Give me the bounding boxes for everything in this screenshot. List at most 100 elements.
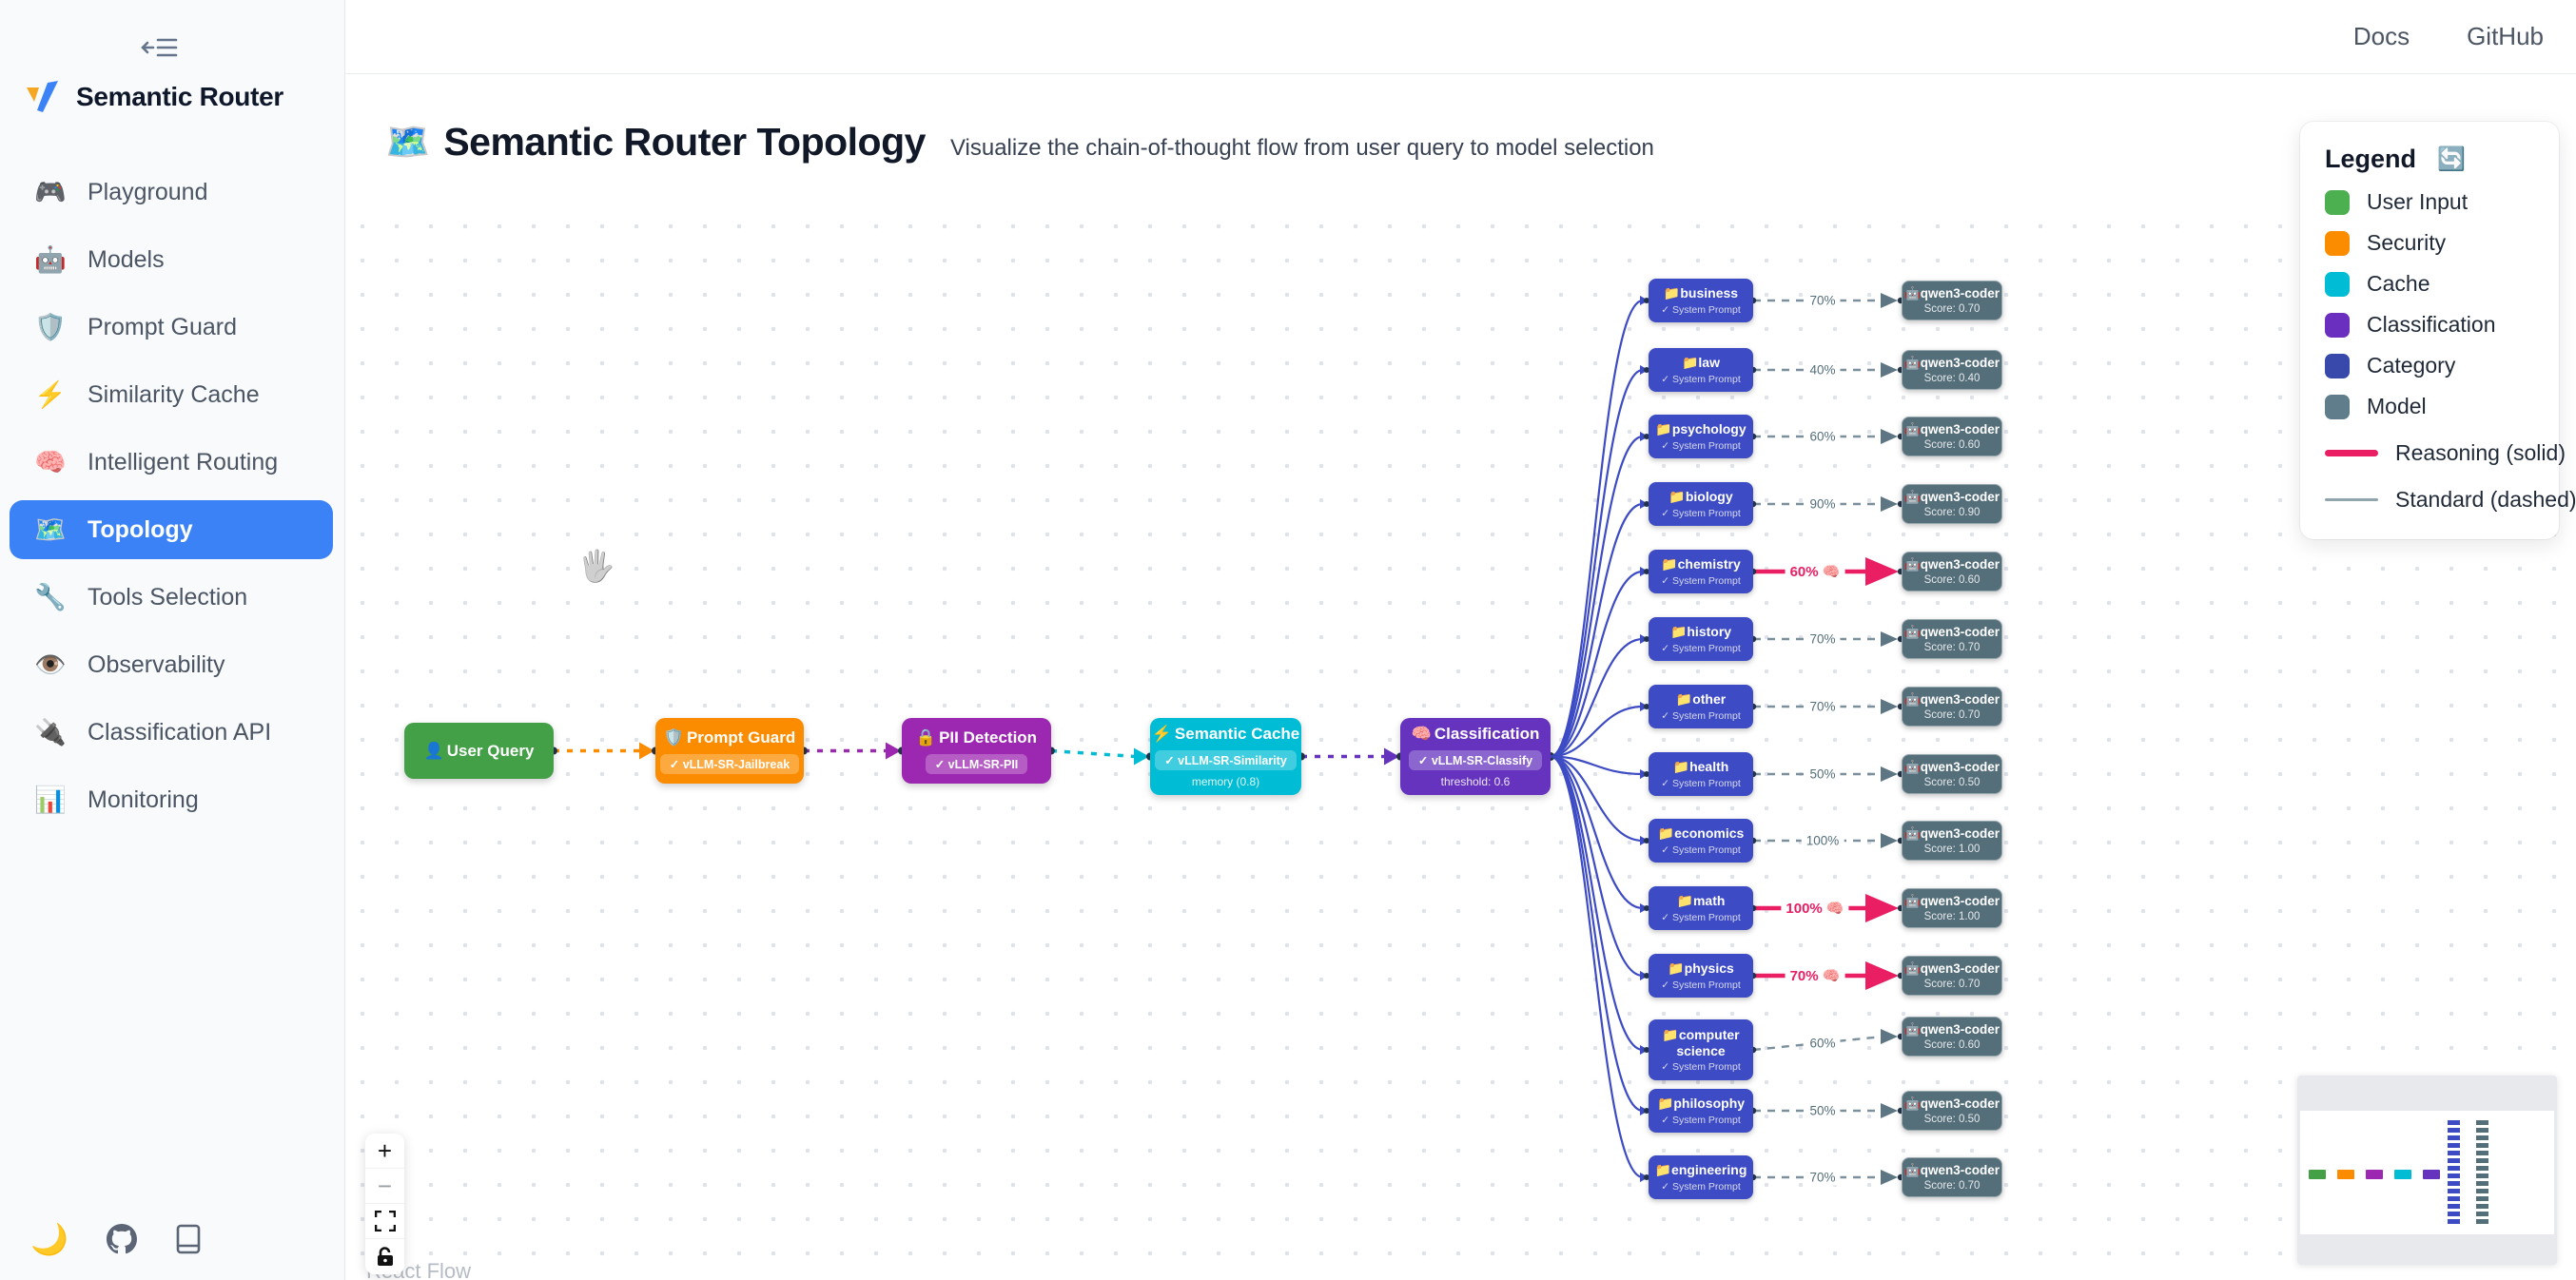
- folder-icon: 📁: [1663, 285, 1681, 301]
- node-title-text: Semantic Cache: [1174, 725, 1300, 743]
- sidebar-item-playground[interactable]: 🎮Playground: [10, 163, 333, 222]
- refresh-icon[interactable]: 🔄: [2437, 146, 2466, 172]
- flow-canvas[interactable]: 👤User Query 🛡️Prompt Guard ✓ vLLM-SR-Jailb…: [345, 74, 2576, 1280]
- model-score: Score: 0.50: [1923, 777, 1981, 788]
- sidebar-item-similarity-cache[interactable]: ⚡Similarity Cache: [10, 365, 333, 424]
- pii-detection-icon: 🔒: [915, 727, 937, 747]
- lock-button[interactable]: [365, 1239, 404, 1274]
- robot-icon: 🤖: [1903, 1163, 1921, 1177]
- category-title: 📁engineering: [1655, 1162, 1747, 1177]
- theme-toggle-button[interactable]: 🌙: [30, 1221, 68, 1257]
- fit-view-icon: [374, 1211, 396, 1232]
- node-badge: ✓ vLLM-SR-Jailbreak: [659, 753, 800, 774]
- legend-item-label: User Input: [2367, 189, 2469, 214]
- model-name: qwen3-coder: [1920, 286, 2000, 301]
- zoom-out-button[interactable]: −: [365, 1169, 404, 1204]
- folder-icon: 📁: [1669, 624, 1688, 640]
- sidebar-nav: 🎮Playground 🤖Models 🛡️Prompt Guard ⚡Similar…: [10, 163, 333, 829]
- legend-item-label: Security: [2367, 230, 2447, 255]
- category-node-philosophy[interactable]: 📁philosophy✓ System Prompt: [1649, 1089, 1753, 1133]
- category-node-math[interactable]: 📁math✓ System Prompt: [1649, 886, 1753, 930]
- fit-view-button[interactable]: [365, 1204, 404, 1239]
- minimap[interactable]: [2297, 1076, 2557, 1265]
- similarity-cache-icon: ⚡: [34, 380, 67, 409]
- robot-icon: 🤖: [1903, 692, 1921, 707]
- tools-selection-icon: 🔧: [34, 583, 67, 611]
- docs-book-button[interactable]: [175, 1224, 202, 1254]
- flow-node-prompt-guard[interactable]: 🛡️Prompt Guard ✓ vLLM-SR-Jailbreak: [655, 718, 804, 784]
- edge-label-economics: 100%: [1801, 832, 1844, 849]
- github-link[interactable]: GitHub: [2467, 22, 2544, 50]
- brand-logo-icon: [27, 81, 58, 112]
- observability-icon: 👁️: [34, 650, 67, 679]
- model-title: 🤖qwen3-coder: [1904, 894, 2000, 909]
- category-node-history[interactable]: 📁history✓ System Prompt: [1649, 617, 1753, 661]
- model-score: Score: 1.00: [1923, 844, 1981, 855]
- category-subtitle: ✓ System Prompt: [1661, 574, 1741, 587]
- model-title: 🤖qwen3-coder: [1904, 826, 2000, 842]
- prompt-guard-icon: 🛡️: [663, 727, 684, 747]
- main-area: Docs GitHub 👤User Query 🛡️Prompt Guard ✓ v…: [345, 0, 2576, 1280]
- category-subtitle: ✓ System Prompt: [1661, 439, 1741, 452]
- flow-node-pii-detection[interactable]: 🔒PII Detection✓ vLLM-SR-PII: [902, 718, 1051, 784]
- github-footer-button[interactable]: [106, 1224, 137, 1254]
- sidebar-item-observability[interactable]: 👁️Observability: [10, 635, 333, 694]
- sidebar-footer: 🌙: [30, 1221, 202, 1257]
- legend-item-label: Standard (dashed): [2395, 487, 2576, 512]
- model-score: Score: 0.70: [1923, 642, 1981, 653]
- sidebar-item-topology[interactable]: 🗺️Topology: [10, 500, 333, 559]
- category-name: physics: [1684, 960, 1734, 977]
- category-node-physics[interactable]: 📁physics✓ System Prompt: [1649, 954, 1753, 998]
- legend-item-label: Classification: [2367, 312, 2496, 337]
- docs-link[interactable]: Docs: [2352, 22, 2410, 50]
- category-node-engineering[interactable]: 📁engineering✓ System Prompt: [1649, 1155, 1753, 1199]
- category-node-psychology[interactable]: 📁psychology✓ System Prompt: [1649, 415, 1753, 458]
- legend-item-cache: Cache: [2325, 271, 2534, 297]
- category-name: health: [1689, 759, 1729, 775]
- category-node-economics[interactable]: 📁economics✓ System Prompt: [1649, 819, 1753, 863]
- category-node-biology[interactable]: 📁biology✓ System Prompt: [1649, 482, 1753, 526]
- sidebar-item-monitoring[interactable]: 📊Monitoring: [10, 770, 333, 829]
- category-node-other[interactable]: 📁other✓ System Prompt: [1649, 685, 1753, 728]
- category-title: 📁other: [1676, 691, 1726, 707]
- category-node-law[interactable]: 📁law✓ System Prompt: [1649, 348, 1753, 392]
- category-node-health[interactable]: 📁health✓ System Prompt: [1649, 752, 1753, 796]
- folder-icon: 📁: [1669, 489, 1686, 505]
- node-title: 🛡️Prompt Guard: [664, 728, 795, 747]
- category-node-chemistry[interactable]: 📁chemistry✓ System Prompt: [1649, 550, 1753, 593]
- page-title: Semantic Router Topology: [443, 120, 926, 164]
- sidebar-item-tools-selection[interactable]: 🔧Tools Selection: [10, 568, 333, 627]
- flow-node-user-query[interactable]: 👤User Query: [404, 723, 554, 779]
- zoom-in-button[interactable]: +: [365, 1134, 404, 1169]
- sidebar-item-intelligent-routing[interactable]: 🧠Intelligent Routing: [10, 433, 333, 492]
- header-band: [345, 74, 2576, 209]
- sidebar-item-models[interactable]: 🤖Models: [10, 230, 333, 289]
- models-icon: 🤖: [34, 245, 67, 274]
- category-node-computer-science[interactable]: 📁computer science✓ System Prompt: [1649, 1019, 1753, 1080]
- map-icon: 🗺️: [385, 122, 431, 163]
- model-name: qwen3-coder: [1920, 961, 2000, 976]
- category-subtitle: ✓ System Prompt: [1661, 911, 1741, 923]
- category-node-business[interactable]: 📁business✓ System Prompt: [1649, 279, 1753, 322]
- node-title-text: PII Detection: [939, 727, 1038, 747]
- sidebar-collapse-button[interactable]: [141, 29, 202, 67]
- category-subtitle: ✓ System Prompt: [1661, 373, 1741, 385]
- sidebar-item-classification-api[interactable]: 🔌Classification API: [10, 703, 333, 762]
- sidebar-item-prompt-guard[interactable]: 🛡️Prompt Guard: [10, 298, 333, 357]
